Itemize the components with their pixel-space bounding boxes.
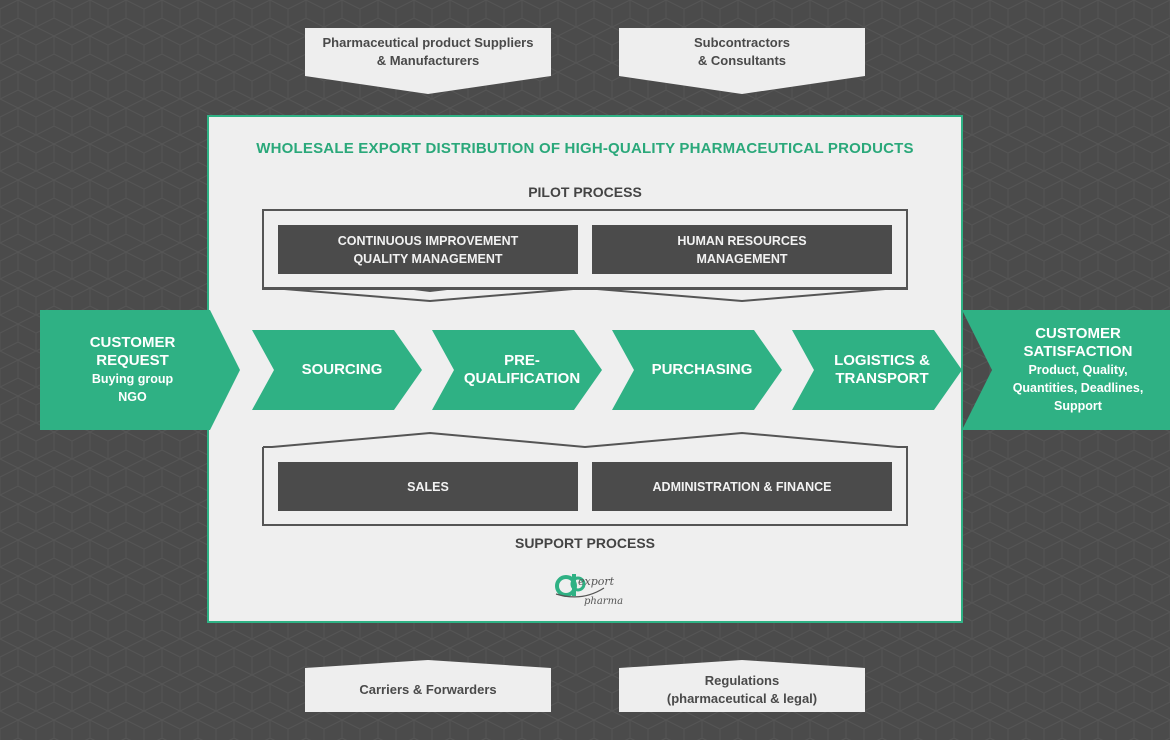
support-box-sales: SALES	[278, 462, 578, 511]
subcontractors-line-2: & Consultants	[697, 53, 787, 68]
customer-request-sub-1: Buying group	[91, 372, 174, 386]
regulations-banner-shape	[619, 660, 865, 712]
stage-logistics-line-1: LOGISTICS &	[834, 352, 930, 369]
customer-request-title-2: REQUEST	[96, 352, 169, 369]
support-box-admin: ADMINISTRATION & FINANCE	[592, 462, 892, 511]
carriers-banner: Carriers & Forwarders	[305, 668, 551, 712]
customer-satisfaction: CUSTOMER SATISFACTION Product, Quality, …	[995, 310, 1161, 430]
stage-chevron-sourcing	[252, 330, 422, 410]
stage-chevron-logistics	[792, 330, 962, 410]
pilot-box-hr-line-2: MANAGEMENT	[696, 251, 788, 266]
subcontractors-banner: Subcontractors & Consultants	[619, 28, 865, 76]
stage-chevron-purchasing	[612, 330, 782, 410]
customer-request-sub-2: NGO	[118, 390, 147, 404]
carriers-line-1: Carriers & Forwarders	[359, 682, 497, 697]
customer-request: CUSTOMER REQUEST Buying group NGO	[60, 310, 205, 430]
regulations-line-2: (pharmaceutical & legal)	[666, 691, 818, 706]
subcontractors-line-1: Subcontractors	[693, 35, 791, 50]
pilot-box-quality-line-1: CONTINUOUS IMPROVEMENT	[337, 233, 519, 248]
export-pharma-logo	[555, 574, 605, 598]
panel-title: WHOLESALE EXPORT DISTRIBUTION OF HIGH-QU…	[256, 140, 914, 157]
stage-prequalification-line-2: QUALIFICATION	[463, 370, 581, 387]
suppliers-line-2: & Manufacturers	[376, 53, 480, 68]
stage-chevron-prequalification	[432, 330, 602, 410]
customer-request-arrow	[40, 310, 240, 430]
regulations-line-1: Regulations	[704, 673, 780, 688]
pilot-process-label: PILOT PROCESS	[528, 184, 642, 200]
customer-satisfaction-sub-2: Quantities, Deadlines,	[1012, 381, 1144, 395]
customer-satisfaction-sub-1: Product, Quality,	[1028, 363, 1128, 377]
stage-logistics: LOGISTICS & TRANSPORT	[812, 330, 952, 410]
stage-sourcing-line-1: SOURCING	[301, 361, 383, 378]
stage-prequalification-line-1: PRE-	[504, 352, 540, 369]
support-process-label: SUPPORT PROCESS	[514, 535, 656, 551]
pilot-box-hr: HUMAN RESOURCES MANAGEMENT	[592, 225, 892, 274]
pilot-frame-chevrons	[263, 287, 899, 303]
stage-sourcing: SOURCING	[272, 330, 412, 410]
regulations-banner: Regulations (pharmaceutical & legal)	[619, 668, 865, 712]
stage-logistics-line-2: TRANSPORT	[835, 370, 929, 387]
pilot-box-hr-line-1: HUMAN RESOURCES	[677, 233, 807, 248]
pilot-box-quality: CONTINUOUS IMPROVEMENT QUALITY MANAGEMEN…	[278, 225, 578, 274]
logo-text-pharma: pharma	[584, 596, 624, 607]
logo-text-export: export	[578, 575, 615, 588]
suppliers-banner-shape	[305, 28, 551, 94]
subcontractors-banner-shape	[619, 28, 865, 94]
suppliers-line-1: Pharmaceutical product Suppliers	[322, 35, 534, 50]
suppliers-banner: Pharmaceutical product Suppliers & Manuf…	[305, 28, 551, 76]
pilot-box-quality-line-2: QUALITY MANAGEMENT	[353, 251, 503, 266]
stage-purchasing-line-1: PURCHASING	[651, 361, 753, 378]
customer-satisfaction-title-1: CUSTOMER	[1035, 325, 1121, 342]
carriers-banner-shape	[305, 660, 551, 712]
stage-purchasing: PURCHASING	[632, 330, 772, 410]
stage-prequalification: PRE- QUALIFICATION	[452, 330, 592, 410]
support-box-admin-line-1: ADMINISTRATION & FINANCE	[652, 479, 832, 494]
stage-chevrons	[252, 330, 962, 410]
support-box-sales-line-1: SALES	[407, 479, 449, 494]
customer-satisfaction-sub-3: Support	[1054, 399, 1102, 413]
customer-satisfaction-title-2: SATISFACTION	[1023, 343, 1133, 360]
customer-request-title-1: CUSTOMER	[89, 334, 176, 351]
customer-satisfaction-arrow	[962, 310, 1170, 430]
